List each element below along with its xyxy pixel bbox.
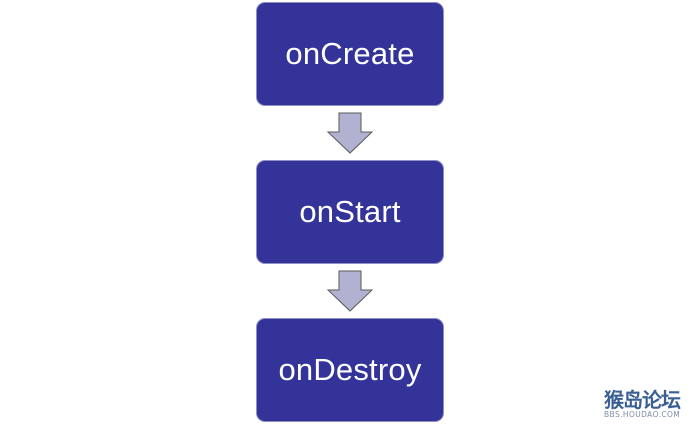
down-arrow-icon	[326, 112, 374, 154]
down-arrow-icon	[326, 270, 374, 312]
lifecycle-node-oncreate: onCreate	[256, 2, 444, 106]
node-label: onDestroy	[278, 352, 422, 387]
watermark-url: BBS.HOUDAO.COM	[604, 410, 681, 419]
watermark-title: 猴岛论坛	[604, 388, 681, 412]
lifecycle-node-ondestroy: onDestroy	[256, 318, 444, 422]
lifecycle-node-onstart: onStart	[256, 160, 444, 264]
node-label: onStart	[299, 194, 401, 229]
watermark-logo: 猴岛论坛 BBS.HOUDAO.COM	[600, 384, 696, 424]
node-label: onCreate	[285, 36, 415, 71]
